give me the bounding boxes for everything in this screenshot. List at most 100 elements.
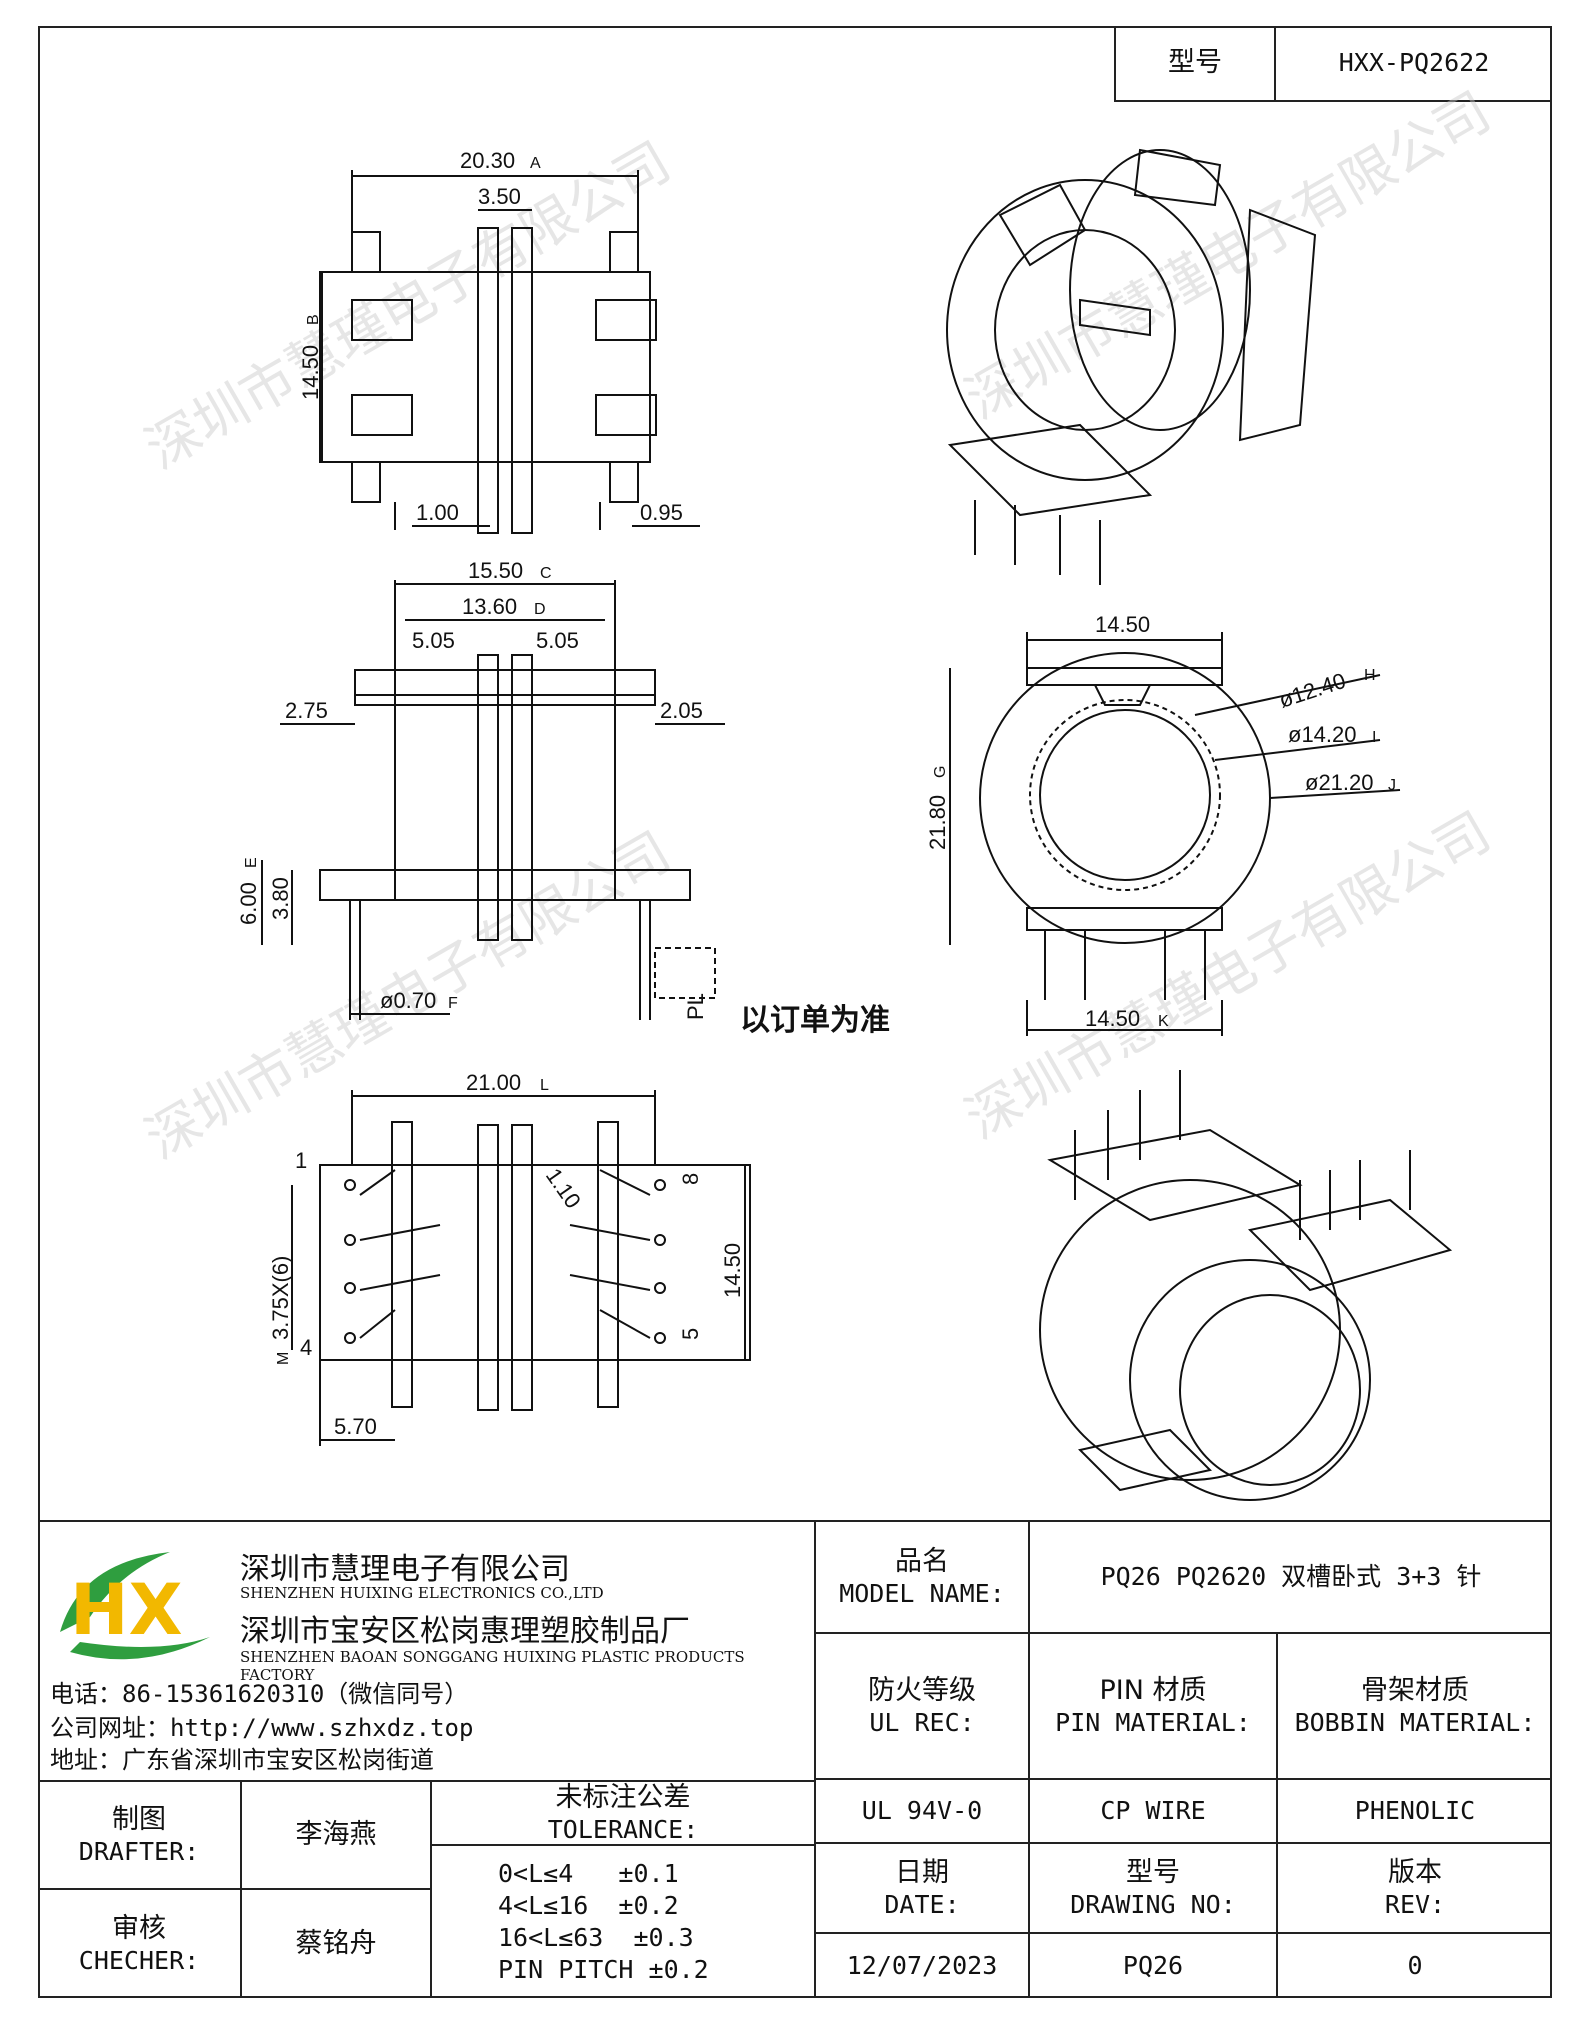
top-view: 20.30 A 3.50 14.50 B 1.00 0.95 xyxy=(298,148,700,534)
header-model-box: 型号 HXX-PQ2622 xyxy=(1114,26,1552,102)
dim-offset: 5.70 xyxy=(334,1414,377,1439)
top-view-flange xyxy=(477,227,499,534)
front-view-flange xyxy=(477,654,499,941)
inner-circle xyxy=(1039,709,1211,881)
dim-overall-top: 20.30 xyxy=(460,148,515,173)
dim-pitch: 3.75X(6) xyxy=(268,1256,293,1340)
company-address: 地址：广东省深圳市宝安区松岗街道 xyxy=(50,1746,434,1774)
middle-circle xyxy=(1029,699,1221,891)
watermark-text: 深圳市慧瑾电子有限公司 xyxy=(135,130,681,482)
ul-value: UL 94V-0 xyxy=(814,1780,1030,1844)
svg-text:L: L xyxy=(540,1077,549,1094)
dim-dia2: ø14.20 xyxy=(1288,722,1357,747)
model-name-value: PQ26 PQ2620 双槽卧式 3+3 针 xyxy=(1030,1522,1552,1634)
dim-side-width-top: 14.50 xyxy=(1095,612,1150,637)
tolerance-line: 16<L≤63 ±0.3 xyxy=(498,1923,694,1952)
pin-hole xyxy=(344,1234,356,1246)
svg-text:E: E xyxy=(243,857,260,868)
header-model-value: HXX-PQ2622 xyxy=(1338,48,1490,78)
bottom-view-body xyxy=(319,1164,751,1361)
factory-name-en: SHENZHEN BAOAN SONGGANG HUIXING PLASTIC … xyxy=(240,1648,745,1684)
company-name-en: SHENZHEN HUIXING ELECTRONICS CO.,LTD xyxy=(240,1584,604,1602)
svg-text:G: G xyxy=(932,766,949,778)
tolerance-values: 0<L≤4 ±0.1 4<L≤16 ±0.2 16<L≤63 ±0.3 PIN … xyxy=(432,1846,814,1998)
outer-circle xyxy=(979,652,1271,944)
order-note: 以订单为准 xyxy=(740,1003,890,1038)
svg-text:D: D xyxy=(534,601,546,618)
dim-bottom-length: 21.00 xyxy=(466,1070,521,1095)
svg-text:H: H xyxy=(1364,667,1376,684)
company-phone: 电话：86-15361620310（微信同号） xyxy=(50,1680,469,1708)
company-name-cn: 深圳市慧理电子有限公司 xyxy=(240,1552,570,1587)
pin-hole xyxy=(344,1282,356,1294)
company-panel: HX 深圳市慧理电子有限公司 SHENZHEN HUIXING ELECTRON… xyxy=(38,1522,814,1780)
company-logo: HX xyxy=(60,1552,210,1660)
pin-length-label: PL xyxy=(683,993,708,1020)
pin-hole xyxy=(344,1179,356,1191)
dim-dia1: ø12.40 xyxy=(1276,668,1349,713)
rev-value: 0 xyxy=(1407,1951,1423,1981)
dim-pin-dia: ø0.70 xyxy=(380,988,436,1013)
pin-hole xyxy=(654,1332,666,1344)
company-website: 公司网址：http://www.szhxdz.top xyxy=(50,1714,474,1742)
svg-text:M: M xyxy=(275,1352,292,1365)
dim-right-step: 2.05 xyxy=(660,698,703,723)
dim-base-total: 6.00 xyxy=(236,882,261,925)
dim-bottom-width: 14.50 xyxy=(720,1243,745,1298)
dim-base: 3.80 xyxy=(268,877,293,920)
dim-inner: 13.60 xyxy=(462,594,517,619)
dim-side-height: 21.80 xyxy=(925,795,950,850)
dim-height: 14.50 xyxy=(298,345,323,400)
pin-hole xyxy=(654,1179,666,1191)
watermark-text: 深圳市慧瑾电子有限公司 xyxy=(955,80,1501,432)
svg-text:J: J xyxy=(1388,777,1396,794)
pin-hole xyxy=(654,1282,666,1294)
header-model-label: 型号 xyxy=(1116,26,1276,100)
tolerance-line: 0<L≤4 ±0.1 xyxy=(498,1859,679,1888)
front-view-flange xyxy=(511,654,533,941)
dim-left-step: 2.75 xyxy=(285,698,328,723)
pin-number: 4 xyxy=(300,1335,312,1360)
bottom-view-flange xyxy=(477,1124,499,1411)
tolerance-line: 4<L≤16 ±0.2 xyxy=(498,1891,679,1920)
pin-hole xyxy=(344,1332,356,1344)
front-view: 15.50 C 13.60 D 5.05 5.05 2.75 2.05 6.00… xyxy=(236,558,890,1038)
drawing-no-value: PQ26 xyxy=(1030,1934,1278,1998)
bottom-view: 21.00 L 3.75X(6) M 1.10 14.50 5.70 1 4 8… xyxy=(268,1070,751,1446)
dim-dia3: ø21.20 xyxy=(1305,770,1374,795)
drawing-sheet xyxy=(38,26,1552,1998)
checker-name: 蔡铭舟 xyxy=(242,1890,432,1998)
bobbin-material-value: PHENOLIC xyxy=(1278,1780,1552,1844)
tolerance-line: PIN PITCH ±0.2 xyxy=(498,1955,709,1984)
svg-text:B: B xyxy=(305,314,322,325)
pin-hole xyxy=(654,1234,666,1246)
dim-right-pin: 0.95 xyxy=(640,500,683,525)
dim-slot-left: 5.05 xyxy=(412,628,455,653)
dim-left-pin: 1.00 xyxy=(416,500,459,525)
svg-text:K: K xyxy=(1158,1013,1169,1030)
title-block: HX 深圳市慧理电子有限公司 SHENZHEN HUIXING ELECTRON… xyxy=(38,1520,1552,1998)
dim-flange: 3.50 xyxy=(478,184,521,209)
dim-side-width-bottom: 14.50 xyxy=(1085,1006,1140,1031)
factory-name-cn: 深圳市宝安区松岗惠理塑胶制品厂 xyxy=(240,1614,690,1649)
pin-number: 8 xyxy=(678,1173,703,1185)
iso-view-lower xyxy=(1039,1070,1453,1501)
iso-view-upper xyxy=(946,148,1317,585)
svg-text:C: C xyxy=(540,565,552,582)
dim-outer: 15.50 xyxy=(468,558,523,583)
watermark-text: 深圳市慧瑾电子有限公司 xyxy=(955,800,1501,1152)
technical-drawing: 深圳市慧瑾电子有限公司 深圳市慧瑾电子有限公司 深圳市慧瑾电子有限公司 深圳市慧… xyxy=(135,80,1501,1501)
bottom-view-flange xyxy=(511,1124,533,1411)
dim-angle: 1.10 xyxy=(541,1164,586,1213)
dim-slot-right: 5.05 xyxy=(536,628,579,653)
top-view-flange xyxy=(511,227,533,534)
